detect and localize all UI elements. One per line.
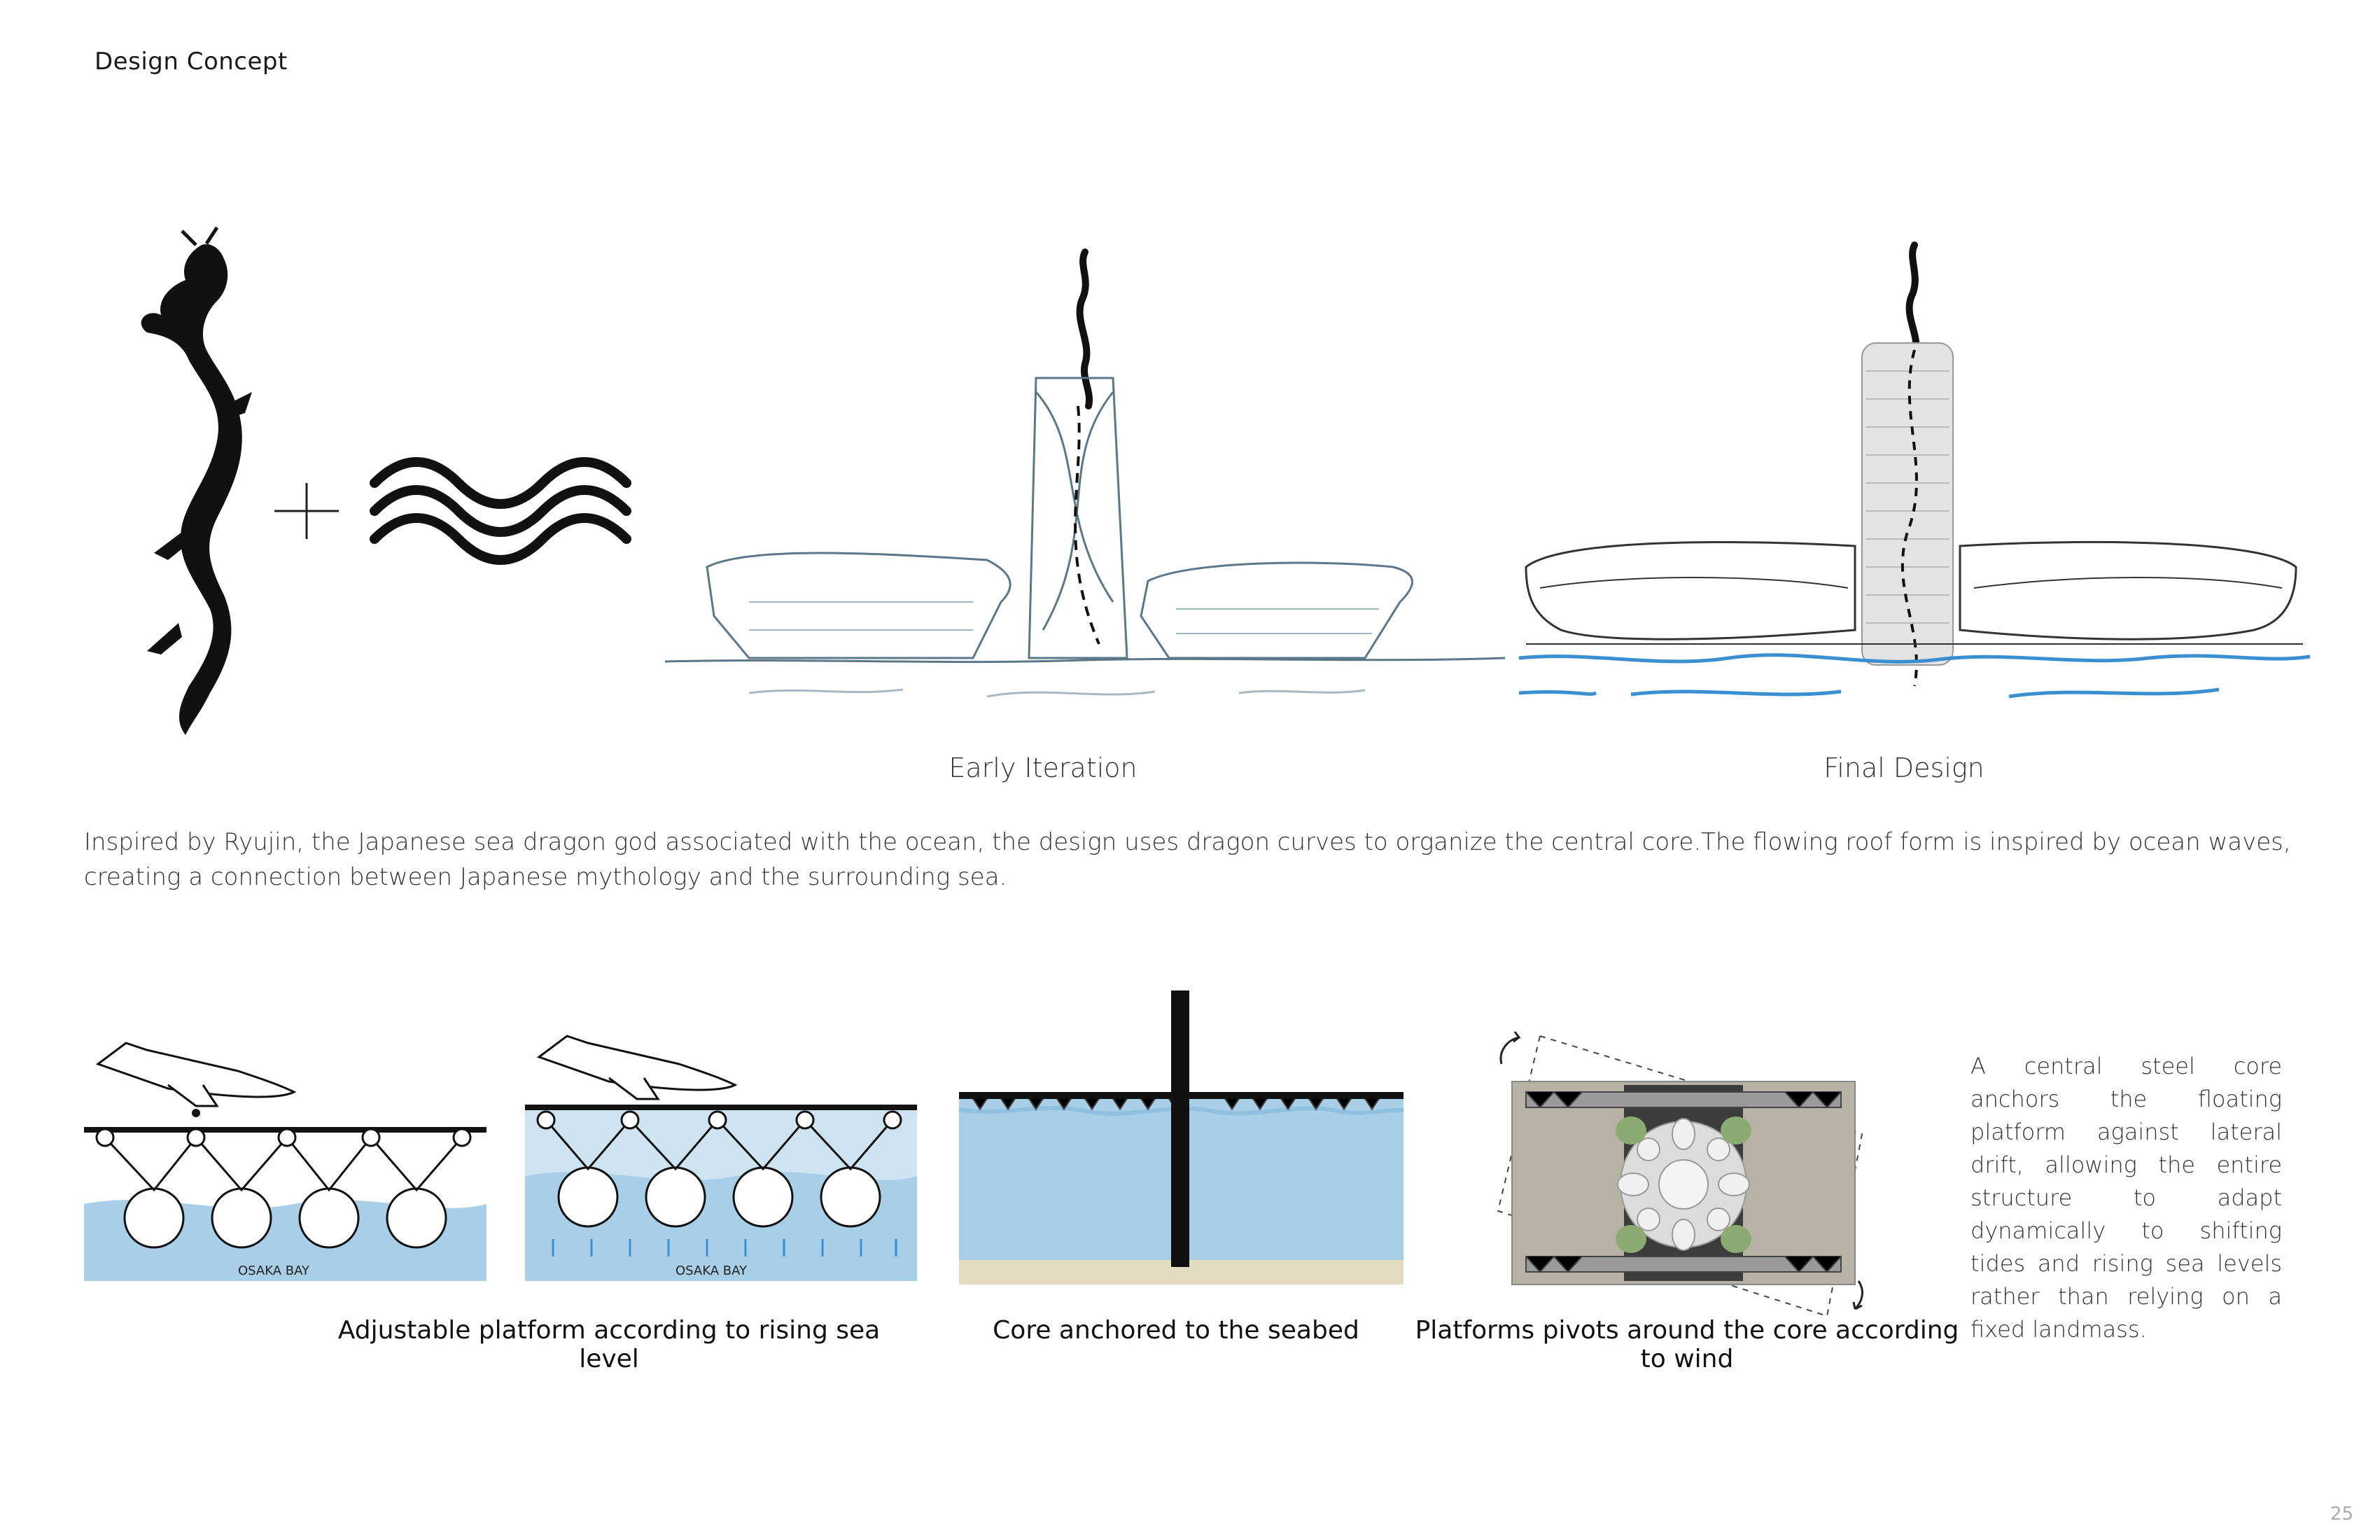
early-iteration-sketch [664,248,1506,698]
core-description: A central steel core anchors the floatin… [1970,1053,2282,1343]
core-anchored-diagram [958,990,1404,1284]
concept-description: Inspired by Ryujin, the Japanese sea dra… [84,828,2291,891]
platform-pivot-diagram [1497,1031,1863,1317]
plus-icon [274,483,339,539]
wave-symbol-icon [370,457,631,565]
airplane-icon [95,1042,297,1117]
platform-diagram-rising-sea [525,1035,917,1281]
caption-pivot: Platforms pivots around the core accordi… [1415,1316,1959,1373]
caption-platform: Adjustable platform according to rising … [337,1316,881,1373]
final-design-label: Final Design [1823,752,1984,783]
final-design-sketch [1518,241,2311,699]
early-iteration-label: Early Iteration [948,752,1138,783]
airplane-icon [536,1035,738,1100]
page-title: Design Concept [94,48,288,76]
rotate-arrow-icon [1499,1031,1521,1065]
dragon-silhouette [141,226,252,735]
caption-core: Core anchored to the seabed [993,1316,1359,1345]
rotate-arrow-icon [1852,1280,1863,1310]
bay-label-1: OSAKA BAY [238,1264,310,1278]
bay-label-2: OSAKA BAY [676,1264,748,1278]
platform-diagram-low-tide [84,1042,486,1281]
page-number: 25 [2330,1504,2353,1525]
